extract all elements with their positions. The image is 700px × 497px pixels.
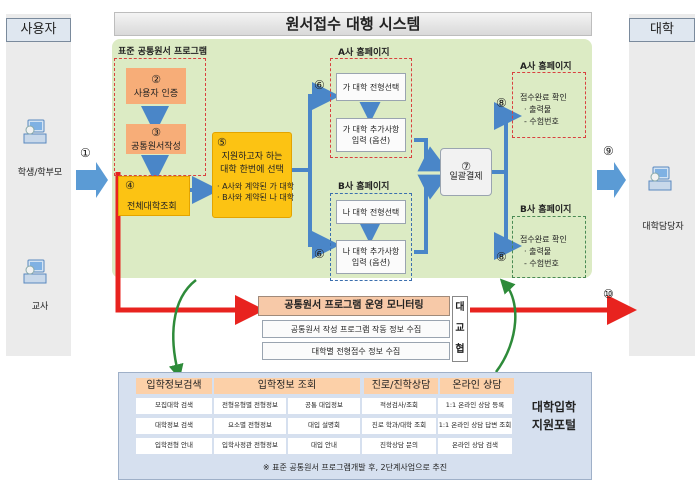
result-line1: 접수완료 확인 xyxy=(520,235,567,244)
step-number-8a: ⑧ xyxy=(496,96,507,110)
monitoring-row-program-info: 공통원서 작성 프로그램 작동 정보 수집 xyxy=(262,320,450,338)
council-box: 대 교 협 xyxy=(452,296,468,362)
step-number: ② xyxy=(151,73,161,86)
user-column-title: 사용자 xyxy=(6,18,71,42)
user-column xyxy=(6,14,71,356)
homepage-a-group xyxy=(330,58,412,158)
select-universities-box[interactable]: ⑤ 지원하고자 하는 대학 한번에 선택 · A사와 계약된 가 대학 · B사… xyxy=(212,132,295,218)
portal-cell[interactable]: 대입 설명회 xyxy=(288,418,360,434)
result-line3: - 수험번호 xyxy=(524,259,559,268)
council-char: 대 xyxy=(455,302,465,313)
univ-na-extra-input[interactable]: 나 대학 추가사항 입력 (옵션) xyxy=(336,240,406,274)
portal-cell[interactable]: 대학정보 검색 xyxy=(136,418,212,434)
result-line2: · 출력물 xyxy=(524,105,552,114)
result-b-content: 접수완료 확인 · 출력물 - 수험번호 xyxy=(520,234,567,270)
system-title: 원서접수 대행 시스템 xyxy=(114,12,592,36)
step-number-6a: ⑥ xyxy=(314,78,325,92)
step-number: ③ xyxy=(151,126,161,139)
portal-tab-inquiry[interactable]: 입학정보 조회 xyxy=(214,378,360,394)
portal-cell[interactable]: 진학상담 문의 xyxy=(362,438,436,454)
portal-cell[interactable]: 대입 안내 xyxy=(288,438,360,454)
portal-footnote: ※ 표준 공통원서 프로그램개발 후, 2단계사업으로 추진 xyxy=(262,463,448,472)
portal-tab-online[interactable]: 온라인 상담 xyxy=(440,378,514,394)
univ-ga-track-select[interactable]: 가 대학 전형선택 xyxy=(336,73,406,101)
step-label: 전체대학조회 xyxy=(127,202,177,212)
council-char: 협 xyxy=(455,344,465,355)
result-line3: - 수험번호 xyxy=(524,117,559,126)
box-line2: 입력 (옵션) xyxy=(351,136,391,145)
step-number: ⑤ xyxy=(217,136,227,149)
box-line1: 가 대학 추가사항 xyxy=(342,125,400,134)
result-a-group xyxy=(512,72,586,138)
computer-user-icon xyxy=(22,118,48,152)
portal-side-line1: 대학입학 xyxy=(531,400,577,414)
flow-arrow-1 xyxy=(76,162,108,198)
result-a-content: 접수완료 확인 · 출력물 - 수험번호 xyxy=(520,92,567,128)
homepage-b-group xyxy=(330,193,412,281)
univ-staff-label: 대학담당자 xyxy=(642,222,684,232)
step-number-1: ① xyxy=(80,146,91,160)
portal-tab-search[interactable]: 입학정보검색 xyxy=(136,378,212,394)
box-line2: 입력 (옵션) xyxy=(351,258,391,267)
portal-side-title: 대학입학 지원포털 xyxy=(520,398,588,434)
step-common-form[interactable]: ③ 공통원서작성 xyxy=(126,124,186,154)
select-line2: 대학 한번에 선택 xyxy=(220,165,284,175)
portal-cell[interactable]: 온라인 상담 검색 xyxy=(438,438,512,454)
teacher-label: 교사 xyxy=(31,302,49,312)
computer-user-icon xyxy=(647,165,673,199)
bulk-payment-box[interactable]: ⑦ 일괄결제 xyxy=(440,148,492,196)
step-label: 공통원서작성 xyxy=(131,142,181,152)
computer-user-icon xyxy=(22,258,48,292)
portal-side-line2: 지원포털 xyxy=(531,418,577,432)
step-user-auth[interactable]: ② 사용자 인증 xyxy=(126,68,186,104)
portal-cell[interactable]: 공통 대입정보 xyxy=(288,398,360,414)
portal-cell[interactable]: 요소별 전형정보 xyxy=(214,418,286,434)
portal-grid: 모집대학 검색 전형유형별 전형정보 공통 대입정보 적성검사/조회 1:1 온… xyxy=(136,398,514,454)
monitoring-title: 공통원서 프로그램 운영 모니터링 xyxy=(258,296,450,316)
portal-cell[interactable]: 적성검사/조회 xyxy=(362,398,436,414)
result-b-title: B사 홈페이지 xyxy=(520,205,572,215)
portal-cell[interactable]: 입학전형 안내 xyxy=(136,438,212,454)
select-bullet1: · A사와 계약된 가 대학 xyxy=(217,182,295,191)
portal-cell[interactable]: 모집대학 검색 xyxy=(136,398,212,414)
result-line2: · 출력물 xyxy=(524,247,552,256)
univ-na-track-select[interactable]: 나 대학 전형선택 xyxy=(336,200,406,224)
step-number-9: ⑨ xyxy=(603,144,614,158)
flow-arrow-9 xyxy=(597,162,626,198)
common-program-title: 표준 공통원서 프로그램 xyxy=(118,47,208,57)
univ-column-title: 대학 xyxy=(629,18,695,42)
box-line1: 나 대학 추가사항 xyxy=(342,247,400,256)
monitoring-row-univ-info: 대학별 전형접수 정보 수집 xyxy=(262,342,450,360)
select-line1: 지원하고자 하는 xyxy=(221,152,283,162)
payment-label: 일괄결제 xyxy=(449,172,483,182)
select-bullet2: · B사와 계약된 나 대학 xyxy=(217,193,295,202)
portal-tab-counsel[interactable]: 진로/진학상담 xyxy=(364,378,438,394)
homepage-a-title: A사 홈페이지 xyxy=(338,48,390,58)
univ-ga-extra-input[interactable]: 가 대학 추가사항 입력 (옵션) xyxy=(336,118,406,152)
portal-cell[interactable]: 1:1 온라인 상담 등록 xyxy=(438,398,512,414)
step-label: 사용자 인증 xyxy=(133,89,179,99)
common-program-group xyxy=(114,58,206,176)
step-number-8b: ⑧ xyxy=(496,250,507,264)
portal-cell[interactable]: 진로 학과/대학 조회 xyxy=(362,418,436,434)
result-line1: 접수완료 확인 xyxy=(520,93,567,102)
step-univ-search[interactable]: ④ 전체대학조회 xyxy=(118,176,190,216)
result-a-title: A사 홈페이지 xyxy=(520,62,572,72)
homepage-b-title: B사 홈페이지 xyxy=(338,182,390,192)
step-number-6b: ⑥ xyxy=(314,247,325,261)
step-number: ⑦ xyxy=(461,160,471,173)
result-b-group xyxy=(512,216,586,278)
student-label: 학생/학부모 xyxy=(17,168,63,178)
step-number-10: ⑩ xyxy=(603,287,614,301)
portal-cell[interactable]: 1:1 온라인 상담 답변 조회 xyxy=(438,418,512,434)
portal-cell[interactable]: 전형유형별 전형정보 xyxy=(214,398,286,414)
council-char: 교 xyxy=(455,323,465,334)
step-number: ④ xyxy=(125,179,135,192)
portal-cell[interactable]: 입학사정관 전형정보 xyxy=(214,438,286,454)
